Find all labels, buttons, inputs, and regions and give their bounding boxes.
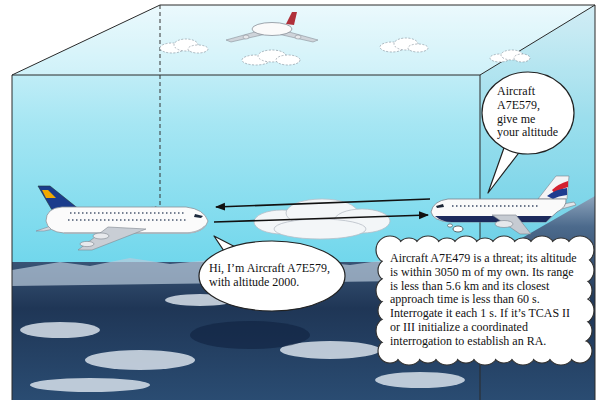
aircraft-tail (538, 176, 569, 199)
airspace-box (12, 5, 595, 400)
aircraft-body (252, 23, 292, 36)
bubble-text: Hi, I’m Aircraft A7E579, with altitude 2… (209, 262, 335, 290)
interrogation-arrow (216, 199, 430, 207)
hidden-edge (160, 5, 161, 212)
top-aircraft (226, 12, 318, 42)
thought-text: Aircraft A7E479 is a threat; its altitud… (390, 252, 580, 349)
snow-patch (85, 350, 195, 370)
cloud-puff (408, 44, 428, 52)
cloud-puff (274, 219, 366, 239)
cloud-puff (276, 55, 300, 65)
cloud-puff (188, 45, 208, 53)
tail-stripe (547, 188, 567, 199)
snow-patches (20, 252, 590, 392)
aircraft-engine (495, 221, 513, 228)
speech-bubble: Aircraft A7E579, give me your altitude (481, 71, 575, 155)
aircraft-tail (286, 12, 297, 25)
snow-patch (375, 372, 465, 388)
box-edges (12, 5, 595, 400)
snow-patch (20, 322, 100, 338)
right-aircraft (431, 176, 576, 234)
aircraft-windows (452, 205, 540, 206)
frozen-lake (190, 321, 310, 349)
aircraft-wing (78, 227, 146, 250)
tail-logo (42, 190, 56, 198)
aircraft-tail (38, 186, 80, 210)
thought-trail (453, 226, 463, 232)
aircraft-engine (93, 233, 109, 239)
aircraft-belly (435, 216, 552, 222)
snow-patch (30, 378, 150, 392)
thought-cloud: Aircraft A7E479 is a threat; its altitud… (376, 236, 594, 365)
aircraft-windows (68, 219, 188, 220)
ground-landscape (12, 196, 595, 400)
cloud-puff (514, 54, 530, 62)
aircraft-cockpit (436, 204, 444, 208)
cloud-fill (377, 237, 593, 364)
speech-bubble: Hi, I’m Aircraft A7E579, with altitude 2… (198, 240, 346, 312)
thought-trail (448, 224, 453, 227)
bubble-shape (199, 241, 345, 311)
reply-arrow (214, 215, 428, 222)
aircraft-engine (295, 35, 301, 39)
aircraft-engine (243, 35, 249, 39)
aircraft-cockpit (194, 214, 203, 218)
bubble-shape (482, 72, 574, 154)
cloud-body (390, 250, 580, 351)
aircraft-engine (80, 241, 94, 246)
left-aircraft (36, 186, 208, 250)
aircraft-wing (492, 215, 531, 234)
bubble-text: Aircraft A7E579, give me your altitude (497, 85, 559, 140)
sky-clouds (137, 38, 530, 216)
cloud-edge (376, 236, 594, 365)
aircraft-windows (70, 212, 185, 213)
